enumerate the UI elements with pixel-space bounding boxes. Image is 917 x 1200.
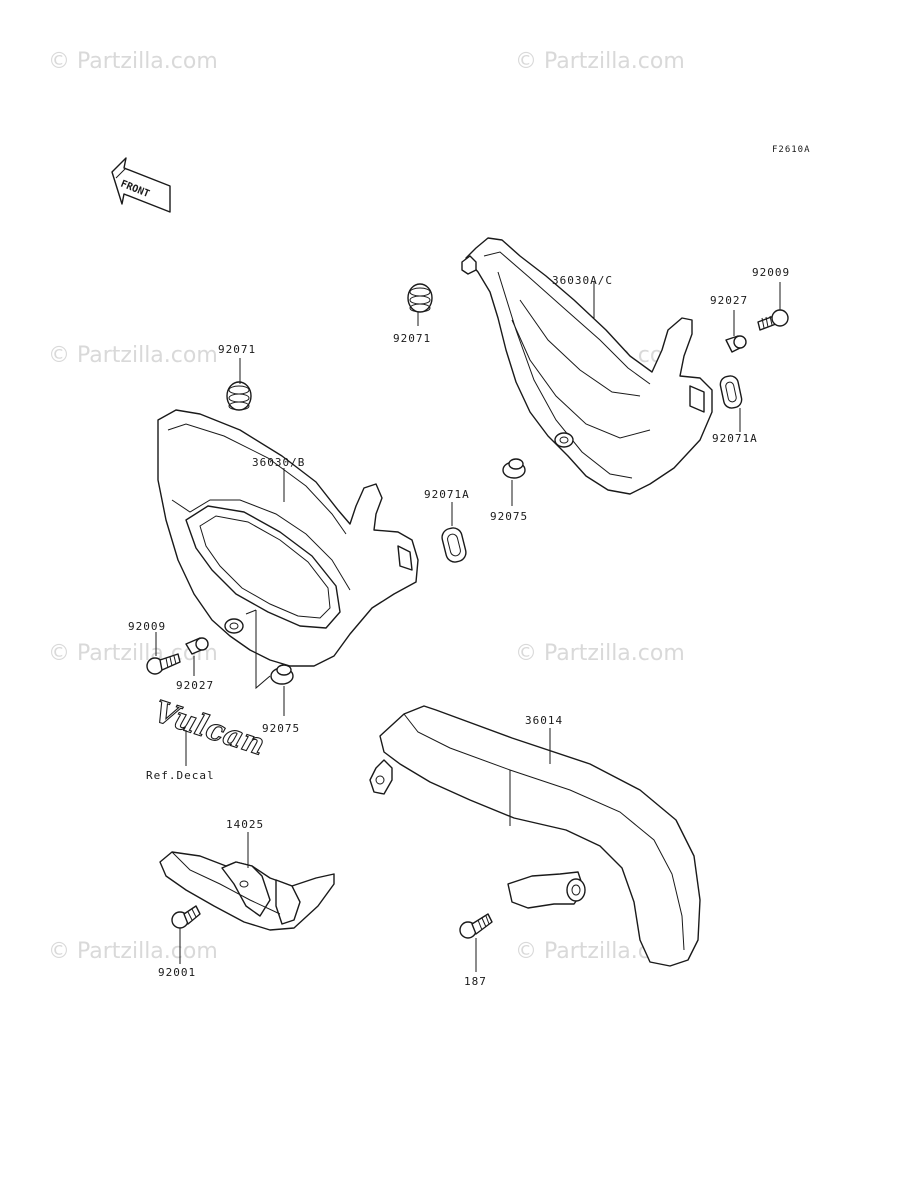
chain-guard-36014: [369, 705, 701, 967]
label-92001: 92001: [158, 966, 196, 979]
watermark: © Partzilla.com: [515, 49, 685, 74]
bolt-187: [459, 913, 493, 939]
bolt-92009-left: [146, 653, 181, 675]
grommet-92071A-right: [719, 375, 743, 409]
label-92075-mid: 92075: [490, 510, 528, 523]
watermark: © Partzilla.com: [515, 641, 685, 666]
label-187: 187: [464, 975, 487, 988]
label-92071-left: 92071: [218, 343, 256, 356]
label-ref-decal: Ref.Decal: [146, 769, 215, 782]
side-cover-left-36030B: [157, 409, 419, 667]
bracket-14025: [159, 851, 335, 931]
vulcan-decal: Vulcan: [149, 694, 269, 764]
label-14025: 14025: [226, 818, 264, 831]
grommet-92071-top: [407, 283, 433, 313]
label-36030B: 36030/B: [252, 456, 305, 469]
watermark: © Partzilla.com: [48, 49, 218, 74]
label-92071-top: 92071: [393, 332, 431, 345]
label-92071A-mid: 92071A: [424, 488, 470, 501]
label-92009-right: 92009: [752, 266, 790, 279]
label-36030AC: 36030A/C: [552, 274, 613, 287]
bolt-92001: [171, 905, 201, 929]
decal-text: Vulcan: [150, 694, 269, 763]
grommet-92071A-mid: [441, 527, 467, 563]
collar-92027-left: [185, 637, 209, 655]
diagram-code: F2610A: [772, 145, 811, 155]
label-92075-left: 92075: [262, 722, 300, 735]
watermark: © Partzilla.com: [48, 343, 218, 368]
grommet-92075-left: [270, 664, 294, 685]
grommet-92075-mid: [502, 458, 526, 479]
grommet-92071-left: [226, 381, 252, 411]
side-cover-right-36030AC: [461, 237, 713, 495]
label-36014: 36014: [525, 714, 563, 727]
bolt-92009-right: [757, 309, 789, 331]
label-92027-left: 92027: [176, 679, 214, 692]
watermark: © Partzilla.com: [48, 939, 218, 964]
label-92009-left: 92009: [128, 620, 166, 633]
label-92071A-right: 92071A: [712, 432, 758, 445]
label-92027-right: 92027: [710, 294, 748, 307]
front-arrow-icon: FRONT: [111, 157, 171, 213]
collar-92027-right: [725, 335, 747, 353]
